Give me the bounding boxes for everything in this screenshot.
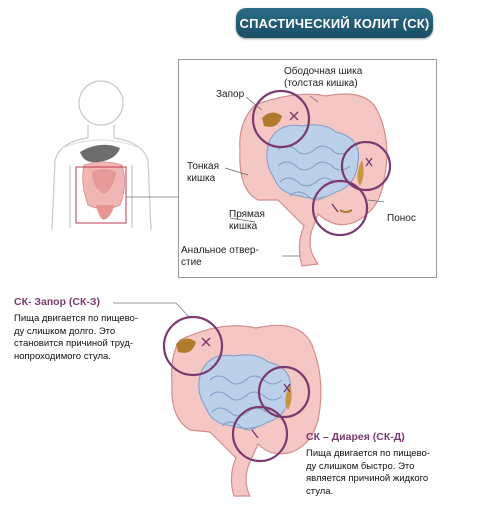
stool-constipation — [262, 112, 282, 127]
constipation-zoom-circle — [251, 89, 311, 149]
diarrhea-zoom-circle-bottom-1 — [257, 365, 311, 419]
small-intestine-shape-bottom — [198, 354, 292, 429]
label-anus-line1: Анальное отвер- — [181, 245, 259, 256]
label-colon-line2: (толстая кишка) — [284, 78, 358, 89]
label-small-intestine-line1: Тонкая — [187, 161, 219, 172]
diarrhea-title: СК – Диарея (СК-Д) — [306, 431, 405, 443]
label-constipation: Запор — [216, 89, 245, 100]
small-intestine-shape — [266, 124, 360, 199]
label-anus: Анальное отвер- стие — [181, 245, 259, 269]
constipation-title: СК- Запор (СК-З) — [14, 296, 100, 308]
constipation-line-2: ду слишком долго. Это — [14, 325, 116, 337]
constipation-zoom-circle-bottom — [162, 315, 224, 377]
body-organs — [80, 144, 125, 220]
focus-box — [75, 166, 127, 224]
label-diarrhea: Понос — [387, 213, 416, 224]
diarrhea-description: Пища двигается по пищево- ду слишком быс… — [306, 448, 476, 498]
diarrhea-line-3: является причиной жидкого — [306, 473, 429, 484]
label-small-intestine-line2: кишка — [187, 173, 216, 184]
label-rectum-line2: кишка — [229, 221, 258, 232]
label-small-intestine: Тонкая кишка — [187, 161, 219, 185]
diarrhea-zoom-circle-bottom-2 — [231, 405, 289, 463]
constipation-line-4: нопроходимого стула. — [14, 350, 111, 362]
diarrhea-line-1: Пища двигается по пищево- — [306, 448, 430, 459]
diarrhea-zoom-circle-2 — [311, 179, 369, 237]
diarrhea-zoom-circle-1 — [340, 140, 392, 192]
diarrhea-line-2: ду слишком быстро. Это — [306, 460, 415, 472]
title-badge: СПАСТИЧЕСКИЙ КОЛИТ (СК) — [236, 8, 433, 38]
label-rectum-line1: Прямая — [229, 209, 265, 220]
constipation-line-3: становится причиной труд- — [14, 338, 134, 349]
body-silhouette — [51, 80, 152, 231]
constipation-line-1: Пища двигается по пищево- — [14, 313, 138, 324]
constipation-description: Пища двигается по пищево- ду слишком дол… — [14, 313, 174, 363]
label-rectum: Прямая кишка — [229, 209, 265, 233]
diarrhea-line-4: стула. — [306, 485, 334, 497]
page-title: СПАСТИЧЕСКИЙ КОЛИТ (СК) — [239, 15, 430, 31]
stool-constipation-bottom — [176, 338, 196, 353]
label-colon: Ободочная шика (толстая кишка) — [284, 66, 362, 90]
label-anus-line2: стие — [181, 257, 202, 268]
label-colon-line1: Ободочная шика — [284, 66, 363, 77]
